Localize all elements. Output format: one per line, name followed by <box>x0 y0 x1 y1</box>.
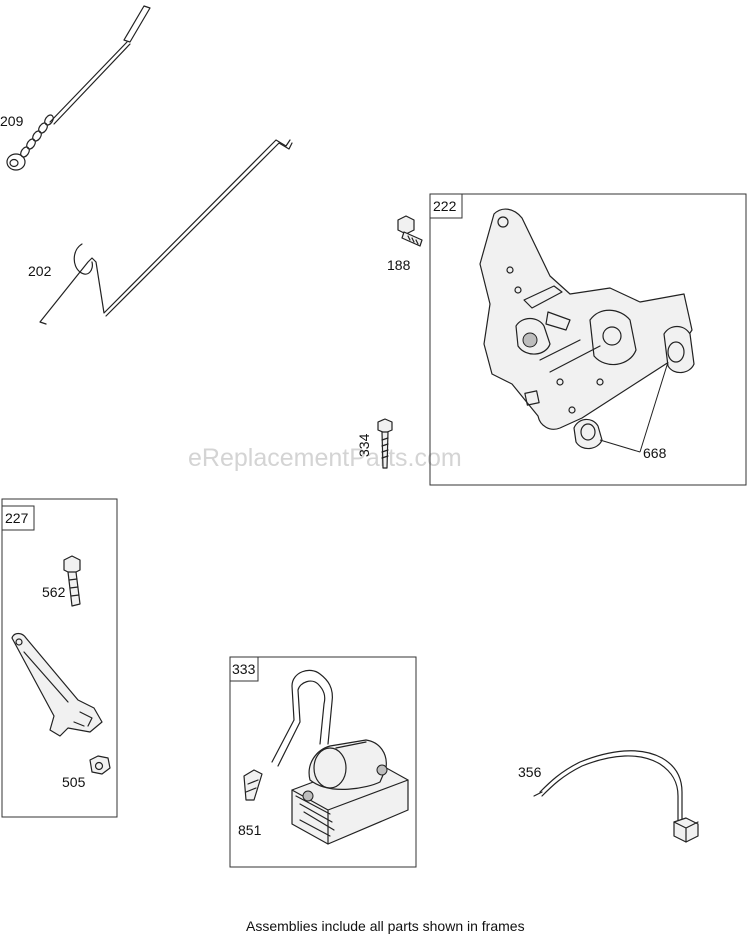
label-562: 562 <box>42 584 66 600</box>
leader-668 <box>599 361 669 453</box>
frame-227 <box>1 498 118 818</box>
part-202-governor-link[interactable] <box>39 139 293 325</box>
part-222-control-bracket[interactable] <box>479 208 695 450</box>
label-222: 222 <box>433 198 457 214</box>
watermark: eReplacementParts.com <box>188 444 462 472</box>
label-356: 356 <box>518 764 542 780</box>
label-668: 668 <box>643 445 667 461</box>
frame-333 <box>229 656 417 868</box>
frame-222-tag <box>429 193 463 219</box>
label-202: 202 <box>28 263 52 279</box>
part-333-ignition-armature[interactable] <box>271 669 409 845</box>
frame-222 <box>429 193 747 486</box>
part-562-screw[interactable] <box>63 555 81 607</box>
frame-333-tag <box>229 656 259 682</box>
caption: Assemblies include all parts shown in fr… <box>246 918 525 934</box>
label-333: 333 <box>232 661 256 677</box>
label-334: 334 <box>356 433 372 457</box>
part-209-governor-spring[interactable] <box>6 5 151 171</box>
part-188-screw[interactable] <box>397 215 423 247</box>
part-356-ground-wire[interactable] <box>533 750 699 843</box>
part-227-throttle-lever[interactable] <box>11 632 103 737</box>
frame-227-tag <box>1 505 35 531</box>
part-851-spark-plug-terminal[interactable] <box>243 769 263 801</box>
label-209: 209 <box>0 113 24 129</box>
label-188: 188 <box>387 257 411 273</box>
label-505: 505 <box>62 774 86 790</box>
part-334-bolt[interactable] <box>377 418 393 469</box>
part-505-nut[interactable] <box>89 755 111 775</box>
label-851: 851 <box>238 822 262 838</box>
label-227: 227 <box>5 510 29 526</box>
